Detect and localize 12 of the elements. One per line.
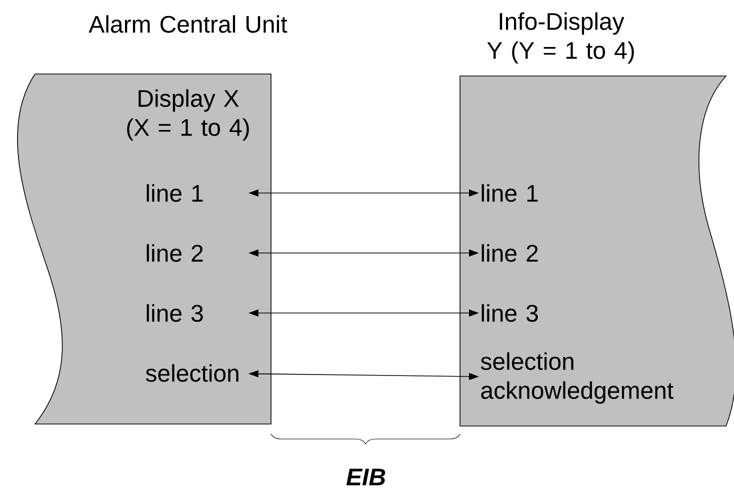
bus-label: EIB — [346, 468, 386, 486]
panel-title: Display X (X = 1 to 4) — [127, 89, 249, 141]
signal-label: line 1 — [146, 184, 203, 202]
heading: Info-Display Y (Y = 1 to 4) — [487, 12, 634, 64]
signal-label: line 2 — [146, 244, 203, 262]
signal-label: line 1 — [482, 184, 538, 202]
signal-label: line 3 — [482, 304, 538, 322]
heading: Alarm Central Unit — [88, 15, 288, 33]
signal-label: selection acknowledgement — [480, 352, 674, 404]
signal-label: line 3 — [146, 304, 203, 322]
signal-label: selection — [146, 364, 238, 382]
signal-label: line 2 — [482, 244, 538, 262]
